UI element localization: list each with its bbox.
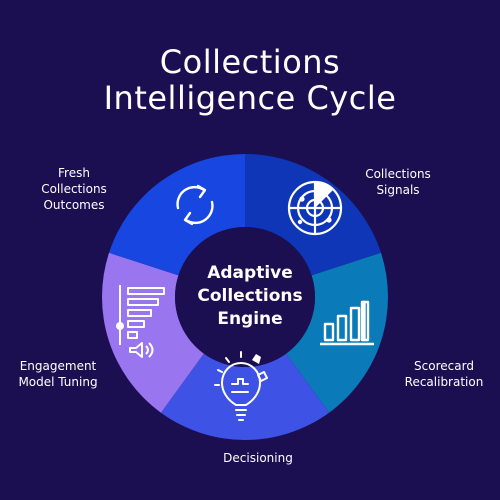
title-line-1: Collections xyxy=(159,43,341,81)
radar-icon xyxy=(287,180,343,236)
segment-label-decisioning: Decisioning xyxy=(200,450,316,466)
label-line: Outcomes xyxy=(43,198,105,212)
label-line: Collections xyxy=(41,182,107,196)
label-line: Recalibration xyxy=(404,375,484,389)
cycle-arrows-icon xyxy=(176,184,214,226)
center-line-2: Collections xyxy=(197,286,303,306)
label-line: Engagement xyxy=(19,359,97,373)
title-line-2: Intelligence Cycle xyxy=(103,79,397,117)
segment-label-scorecard-recalibration: Scorecard Recalibration xyxy=(392,358,496,390)
funnel-megaphone-icon xyxy=(116,285,165,358)
label-line: Fresh xyxy=(58,166,90,180)
ring-segment-outcomes xyxy=(108,154,245,276)
lightbulb-puzzle-icon xyxy=(214,351,268,421)
label-line: Decisioning xyxy=(223,451,293,465)
bar-chart-icon xyxy=(320,300,374,346)
center-hub xyxy=(175,227,315,367)
label-line: Scorecard xyxy=(414,359,474,373)
diagram-title: Collections Intelligence Cycle xyxy=(0,44,500,116)
segment-label-collections-signals: Collections Signals xyxy=(340,166,456,198)
segment-label-engagement-model-tuning: Engagement Model Tuning xyxy=(6,358,110,390)
center-line-3: Engine xyxy=(217,309,283,329)
label-line: Collections xyxy=(365,167,431,181)
center-line-1: Adaptive xyxy=(207,263,293,283)
label-line: Signals xyxy=(376,183,420,197)
label-line: Model Tuning xyxy=(18,375,98,389)
segment-label-fresh-collections-outcomes: Fresh Collections Outcomes xyxy=(24,165,124,213)
center-engine-label: Adaptive Collections Engine xyxy=(175,262,325,331)
ring-segment-decisioning xyxy=(160,353,330,440)
